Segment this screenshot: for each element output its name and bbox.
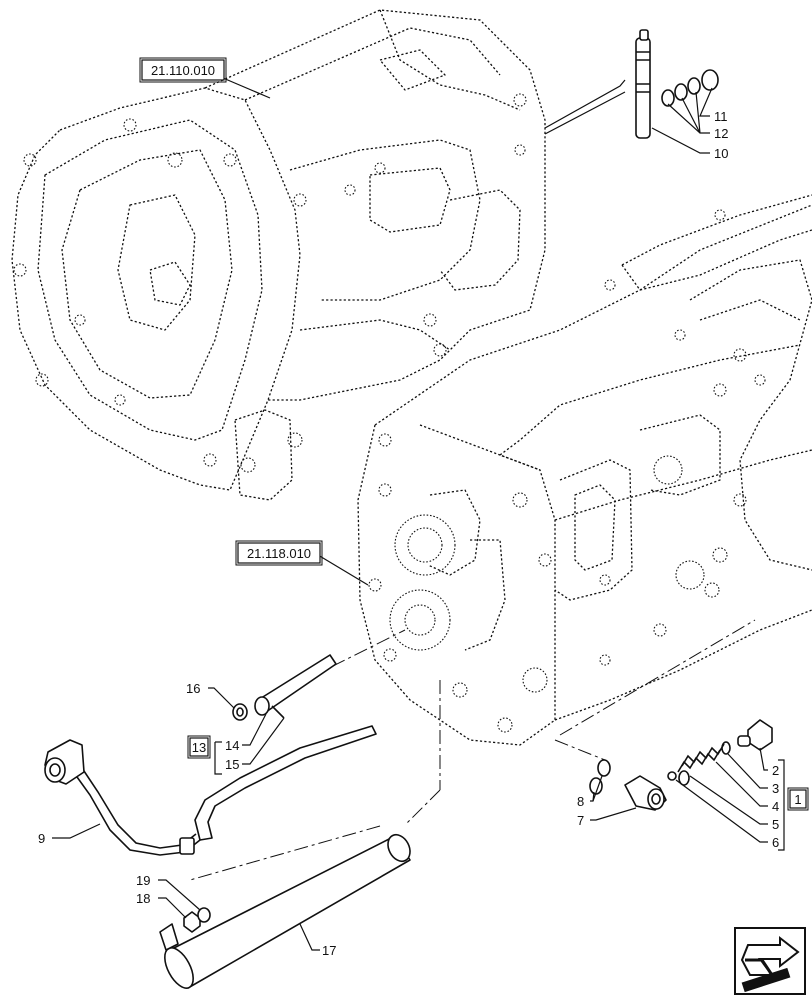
callout-17: 17: [322, 943, 336, 958]
callout-9: 9: [38, 831, 45, 846]
callout-box-13: 13: [187, 735, 211, 759]
pipe-part-9: [44, 725, 377, 856]
valve-body-part-7: [624, 775, 667, 811]
seal-part-16: [232, 703, 248, 721]
ref-box-21-118-010[interactable]: 21.118.010: [235, 540, 323, 566]
o-rings-11-12: [661, 69, 719, 107]
callout-2: 2: [772, 763, 779, 778]
svg-text:1: 1: [794, 792, 801, 807]
pin-part-15: [271, 705, 285, 719]
callout-19: 19: [136, 873, 150, 888]
washer-part-19: [197, 907, 211, 923]
callout-12: 12: [714, 126, 728, 141]
callout-16: 16: [186, 681, 200, 696]
callout-14: 14: [225, 738, 239, 753]
ref-label-upper: 21.110.010: [151, 63, 215, 78]
callout-10: 10: [714, 146, 728, 161]
plug-part-2: [737, 719, 773, 751]
pin-part-10: [635, 29, 651, 139]
leader-lines: [52, 77, 785, 951]
callout-7: 7: [577, 813, 584, 828]
o-ring-part-6: [678, 770, 690, 786]
o-rings-part-8: [589, 759, 611, 795]
sleeve-part-17: [159, 833, 411, 989]
callout-box-1: 1: [787, 787, 809, 811]
spring-part-4: [677, 743, 725, 773]
assembly-axis-lines: [189, 619, 756, 881]
callout-6: 6: [772, 835, 779, 850]
callout-4: 4: [772, 799, 779, 814]
ref-label-lower: 21.118.010: [247, 546, 311, 561]
svg-text:13: 13: [192, 740, 206, 755]
ref-box-21-110-010[interactable]: 21.110.010: [139, 57, 227, 83]
detail-pointer: [544, 79, 626, 135]
callout-3: 3: [772, 781, 779, 796]
callout-15: 15: [225, 757, 239, 772]
callout-numbers: 2 3 4 5 6 7 8 9 10 11 12 14 15 16 17 18 …: [38, 109, 779, 958]
callout-8: 8: [577, 794, 584, 809]
tube-part-14: [254, 654, 337, 716]
ball-part-5: [667, 771, 677, 781]
callout-18: 18: [136, 891, 150, 906]
lower-transmission-housing: [357, 194, 812, 746]
callout-11: 11: [714, 109, 728, 124]
nut-part-18: [183, 911, 201, 933]
callout-5: 5: [772, 817, 779, 832]
next-page-arrow-icon[interactable]: [734, 927, 806, 995]
upper-transmission-housing: [11, 9, 546, 501]
